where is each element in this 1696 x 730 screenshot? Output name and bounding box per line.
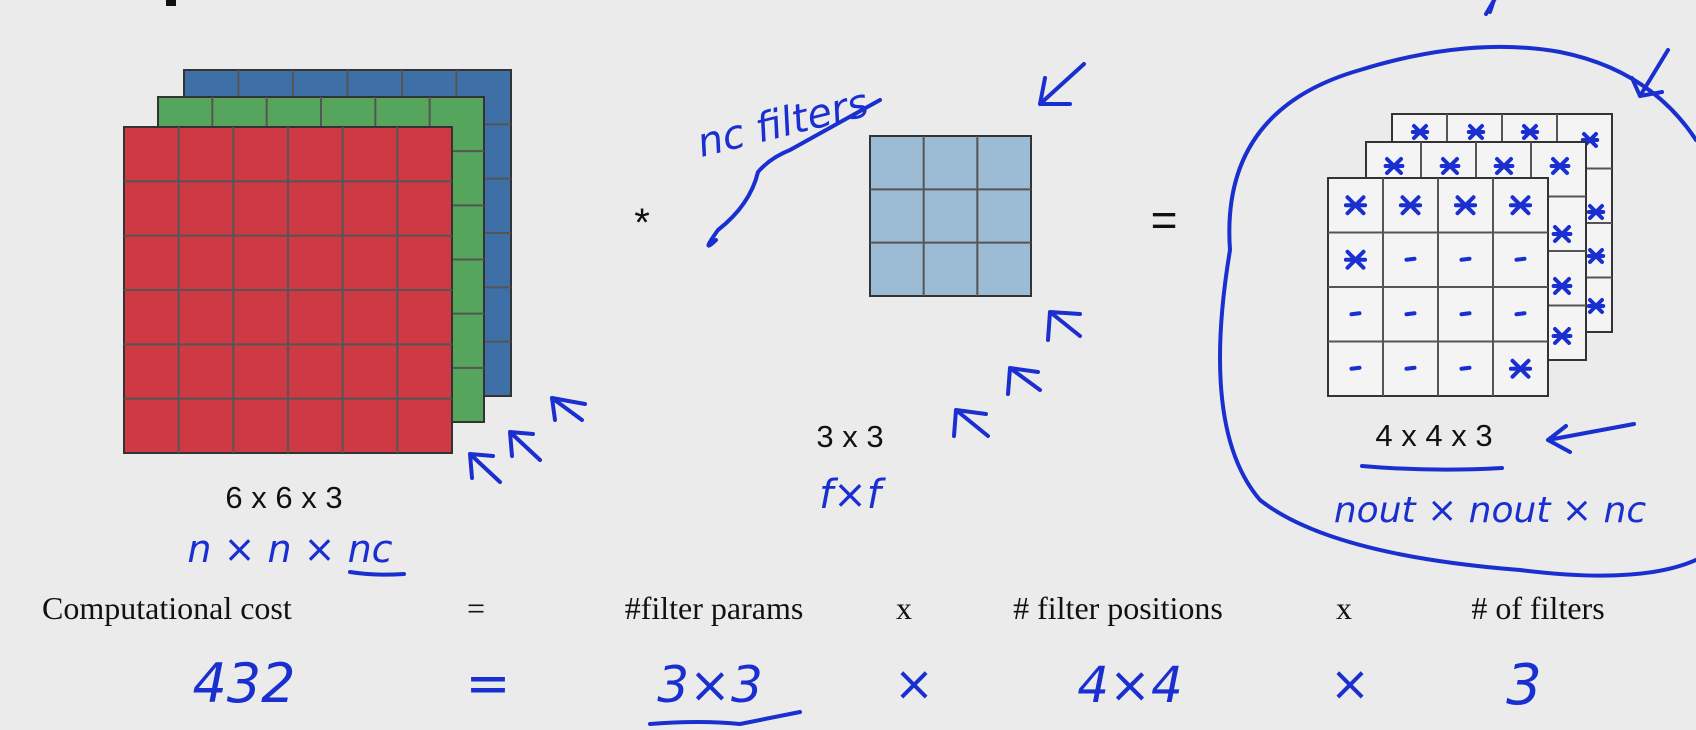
output-cell-mark bbox=[1551, 327, 1573, 345]
output-cell-dot bbox=[1404, 365, 1417, 371]
output-cell-mark bbox=[1439, 157, 1461, 175]
cost-term-eq: = bbox=[467, 590, 485, 626]
filter-background bbox=[869, 135, 1032, 297]
cost-term-positions: # filter positions bbox=[1013, 590, 1223, 626]
output-cell-dot bbox=[1459, 311, 1472, 317]
output-volume bbox=[1327, 113, 1613, 397]
output-cell-mark bbox=[1551, 225, 1573, 243]
output-cell-dot bbox=[1514, 311, 1527, 317]
cost-value-total: 432 bbox=[192, 652, 295, 715]
output-cell-mark bbox=[1551, 277, 1573, 295]
output-cell-mark bbox=[1586, 248, 1606, 264]
output-cell-mark bbox=[1410, 124, 1430, 140]
output-cell-mark bbox=[1586, 298, 1606, 314]
output-cell-dot bbox=[1404, 256, 1417, 262]
output-check-icon bbox=[1630, 48, 1670, 98]
output-cell-mark bbox=[1398, 195, 1423, 216]
output-cell-dot bbox=[1349, 365, 1362, 371]
output-cell-mark bbox=[1343, 249, 1368, 270]
cost-term-filters: # of filters bbox=[1471, 590, 1604, 626]
cost-formula: Computational cost = #filter params x # … bbox=[42, 590, 1605, 626]
input-volume bbox=[123, 69, 512, 454]
cost-term-cost: Computational cost bbox=[42, 590, 292, 626]
output-cell-mark bbox=[1383, 157, 1405, 175]
underline-output-label bbox=[1360, 464, 1504, 472]
filter-grid bbox=[869, 135, 1032, 297]
input-arrows bbox=[468, 396, 587, 484]
output-cell-mark bbox=[1508, 195, 1533, 216]
input-dimension-annotation: n × n × nc bbox=[187, 527, 392, 571]
convolution-operator: * bbox=[634, 201, 650, 245]
output-dimension-annotation: nout × nout × nc bbox=[1334, 490, 1646, 531]
input-channel-red bbox=[123, 126, 453, 454]
title-fragment bbox=[166, 0, 176, 6]
output-channel-front bbox=[1327, 177, 1549, 397]
filter-count-brace bbox=[706, 98, 882, 248]
output-cell-mark bbox=[1493, 157, 1515, 175]
output-dimension-label: 4 x 4 x 3 bbox=[1375, 418, 1492, 453]
equals-operator: = bbox=[1151, 194, 1178, 246]
pen-cursor-icon bbox=[1484, 0, 1497, 16]
filter-dimension-annotation: f×f bbox=[819, 472, 887, 518]
output-cell-mark bbox=[1520, 124, 1540, 140]
cost-value-times-2: × bbox=[1330, 656, 1370, 712]
cost-term-times-2: x bbox=[1336, 590, 1352, 626]
filter-dimension-label: 3 x 3 bbox=[816, 419, 883, 454]
output-label-arrow bbox=[1546, 422, 1636, 454]
output-cell-mark bbox=[1343, 195, 1368, 216]
cost-value-filters: 3 bbox=[1506, 653, 1542, 718]
cost-value-times-1: × bbox=[894, 656, 934, 712]
output-cell-dot bbox=[1404, 311, 1417, 317]
output-cell-dot bbox=[1514, 256, 1527, 262]
output-cell-mark bbox=[1586, 204, 1606, 220]
output-cell-mark bbox=[1466, 124, 1486, 140]
cost-value-eq: = bbox=[465, 652, 510, 715]
cost-values: 432 = 3×3 × 4×4 × 3 bbox=[192, 652, 1542, 726]
bottom-mark-1 bbox=[648, 710, 802, 726]
input-dimension-label: 6 x 6 x 3 bbox=[225, 480, 342, 515]
output-cell-mark bbox=[1508, 358, 1533, 379]
output-cell-mark bbox=[1549, 157, 1571, 175]
output-cell-dot bbox=[1459, 256, 1472, 262]
cost-term-times-1: x bbox=[896, 590, 912, 626]
output-cell-dot bbox=[1459, 365, 1472, 371]
cost-value-params: 3×3 bbox=[657, 656, 763, 714]
output-cell-dot bbox=[1349, 311, 1362, 317]
underline-nc bbox=[348, 570, 406, 577]
cost-value-positions: 4×4 bbox=[1077, 656, 1183, 714]
cost-term-params: #filter params bbox=[625, 590, 804, 626]
output-cell-mark bbox=[1453, 195, 1478, 216]
filter-arrows bbox=[952, 62, 1086, 438]
